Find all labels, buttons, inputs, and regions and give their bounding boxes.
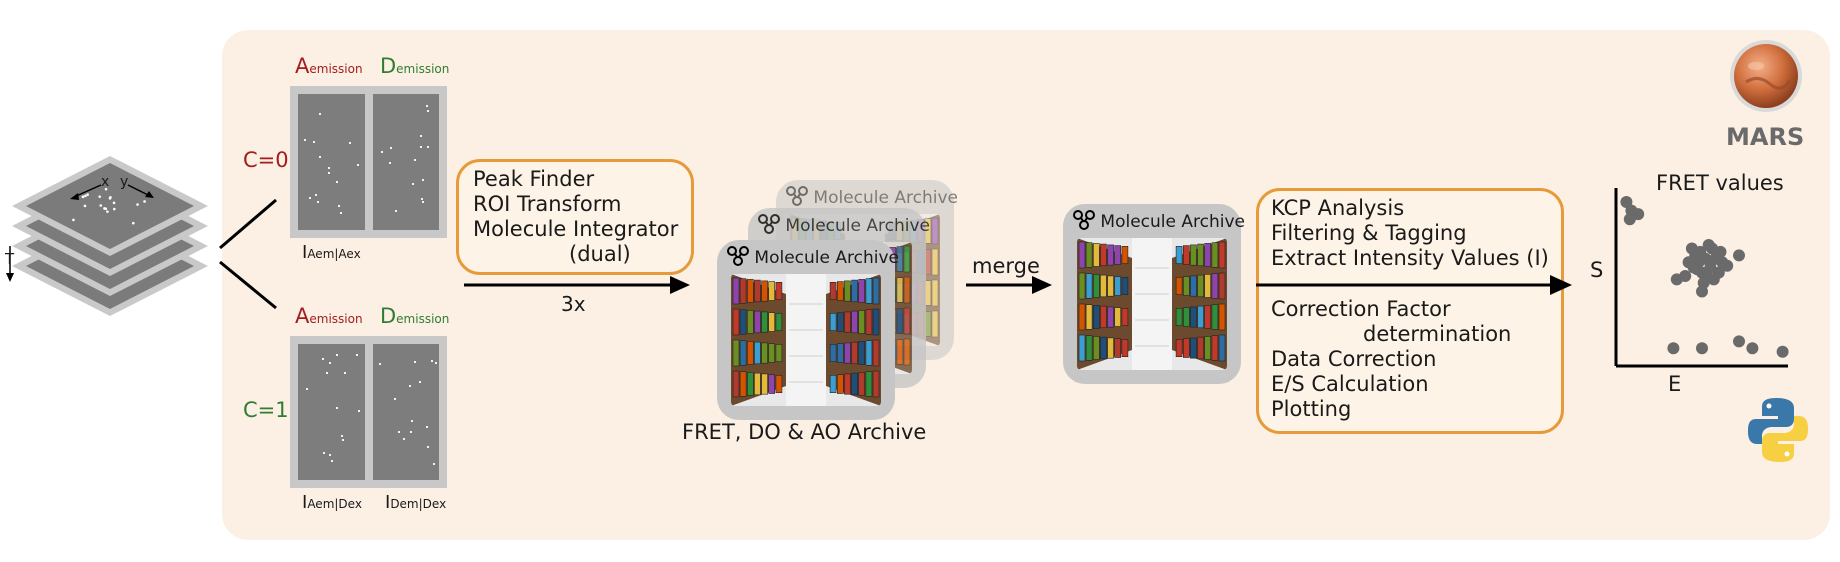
python-logo-icon — [1748, 398, 1808, 462]
archive-header: Molecule Archive — [786, 186, 958, 208]
split-lines — [219, 198, 277, 310]
scatter-point — [1776, 345, 1789, 358]
scatter-point — [1721, 259, 1734, 272]
c1-label: C=1 — [243, 398, 289, 422]
axis-x-label: x — [101, 174, 110, 190]
archive-header: Molecule Archive — [727, 246, 899, 268]
archive-icon — [758, 214, 780, 236]
archive-icon — [727, 246, 749, 268]
archive-header: Molecule Archive — [758, 214, 930, 236]
processing-step-2: ROI Transform — [473, 192, 622, 216]
scatter-point — [1714, 245, 1727, 258]
scatter-point — [1670, 273, 1683, 286]
scatter-point — [1682, 256, 1695, 269]
library-image — [731, 274, 881, 406]
c0-label: C=0 — [243, 148, 289, 172]
analysis-step-2: Filtering & Tagging — [1271, 221, 1467, 245]
c0-image-frame — [290, 86, 447, 238]
archive-icon — [786, 186, 808, 208]
merged-molecule-archive: Molecule Archive — [1063, 204, 1245, 384]
scatter-point — [1707, 273, 1720, 286]
arrow-to-plot — [1256, 275, 1572, 295]
c0-d-emission-label: Demission — [380, 54, 450, 78]
scatter-point — [1733, 335, 1745, 348]
scatter-point — [1667, 342, 1680, 355]
scatter-point — [1733, 249, 1745, 262]
scatter-point — [1696, 342, 1708, 355]
processing-box: Peak Finder ROI Transform Molecule Integ… — [456, 159, 694, 275]
merge-label: merge — [972, 254, 1040, 278]
archive-caption: FRET, DO & AO Archive — [682, 420, 927, 444]
axis-t-label: T — [5, 250, 15, 268]
chart-title: FRET values — [1656, 171, 1784, 195]
python-step-2: Data Correction — [1271, 347, 1437, 371]
processing-step-3: Molecule Integrator — [473, 217, 679, 241]
mars-planet-icon — [1730, 40, 1802, 112]
scatter-point — [1623, 213, 1636, 226]
c0-donor-panel — [373, 94, 439, 230]
molecule-archive-front: Molecule Archive — [717, 240, 899, 420]
scatter-point — [1702, 239, 1715, 251]
chart-xlabel: E — [1668, 372, 1682, 396]
python-step-1: Correction Factor — [1271, 297, 1451, 321]
c0-acceptor-panel — [298, 94, 365, 230]
archive-header: Molecule Archive — [1073, 210, 1245, 232]
fret-scatter-plot — [1614, 188, 1789, 368]
library-image — [1077, 238, 1227, 370]
processing-step-3-mode: (dual) — [569, 242, 631, 266]
archive-icon — [1073, 210, 1095, 232]
scatter-point — [1691, 263, 1703, 276]
c1-d-emission-label: Demission — [380, 304, 450, 328]
scatter-point — [1685, 242, 1698, 255]
arrow-to-archives — [464, 276, 690, 294]
scatter-point — [1696, 285, 1708, 298]
c1-donor-panel — [373, 344, 439, 480]
c1-acceptor-panel — [298, 344, 365, 480]
python-step-1-cont: determination — [1363, 322, 1512, 346]
python-step-4: Plotting — [1271, 397, 1352, 421]
analysis-step-1: KCP Analysis — [1271, 196, 1405, 220]
analysis-step-3: Extract Intensity Values (I) — [1271, 246, 1549, 270]
analysis-box: KCP Analysis Filtering & Tagging Extract… — [1256, 188, 1564, 434]
chart-ylabel: S — [1590, 258, 1604, 282]
c0-a-emission-label: Aemission — [295, 54, 363, 78]
scatter-point — [1746, 342, 1759, 355]
repeat-label: 3x — [561, 292, 586, 316]
c1-intensity-label-a: IAem|Dex — [302, 492, 362, 513]
mars-label: MARS — [1726, 123, 1805, 151]
python-step-3: E/S Calculation — [1271, 372, 1429, 396]
axis-y-label: y — [120, 174, 129, 190]
c0-intensity-label: IAem|Aex — [302, 242, 361, 263]
c1-image-frame — [290, 336, 447, 488]
processing-step-1: Peak Finder — [473, 167, 595, 191]
c1-a-emission-label: Aemission — [295, 304, 363, 328]
merge-arrow — [966, 276, 1052, 294]
c1-intensity-label-d: IDem|Dex — [385, 492, 447, 513]
image-stack — [6, 156, 208, 316]
